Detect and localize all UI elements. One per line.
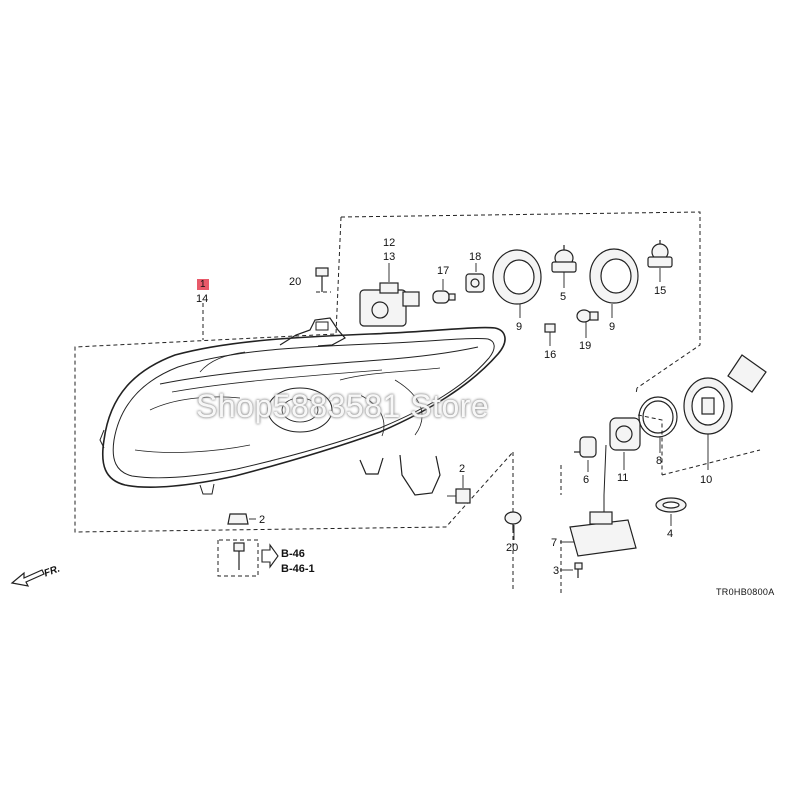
cover-part-9-right [589,248,639,304]
callout-part-2-left: 2 [259,514,266,526]
clip-part-2-right [455,488,471,504]
callout-part-6: 6 [583,474,590,486]
callout-part-8: 8 [656,455,663,467]
ring-part-4 [655,497,687,513]
cover-part-9-left [492,249,542,305]
callout-part-12: 12 [383,237,396,249]
callout-part-1-highlighted: 1 [197,279,209,290]
bulb-part-16 [544,323,556,333]
reference-arrow [261,543,279,569]
bolt-part-20-top [315,267,329,292]
socket-part-18 [465,273,485,293]
bolt-part-20-bottom [504,511,522,530]
o-ring-part-8 [638,396,678,438]
callout-part-9-right: 9 [609,321,616,333]
bulb-part-5 [551,245,577,273]
headlight-housing-part-1 [99,317,506,496]
callout-part-4: 4 [667,528,674,540]
callout-part-20-bottom: 20 [506,542,519,554]
callout-part-10: 10 [700,474,713,486]
clip-part-2-left [227,513,249,525]
callout-part-15: 15 [654,285,667,297]
callout-part-17: 17 [437,265,450,277]
callout-part-18: 18 [469,251,482,263]
bulb-part-17 [432,290,456,304]
igniter-part-11 [609,417,641,451]
ballast-part-7 [569,511,637,557]
bulb-part-15 [647,240,673,268]
callout-part-19: 19 [579,340,592,352]
screw-b46 [233,542,245,570]
callout-part-14: 14 [196,293,209,305]
bulb-part-19 [576,309,599,323]
store-watermark: Shop5883581 Store [196,388,490,424]
hid-bulb-part-6 [574,436,597,458]
callout-part-9-left: 9 [516,321,523,333]
label-tag [727,354,767,393]
callout-part-7: 7 [551,537,558,549]
callout-part-16: 16 [544,349,557,361]
callout-part-2-right: 2 [459,463,466,475]
cap-part-10 [683,377,733,435]
callout-part-13: 13 [383,251,396,263]
callout-part-3: 3 [553,565,560,577]
reference-b46-1: B-46-1 [281,563,315,575]
callout-part-5: 5 [560,291,567,303]
front-direction-arrow [10,569,45,587]
diagram-code: TR0HB0800A [716,587,775,597]
callout-part-20-top: 20 [289,276,302,288]
reference-b46: B-46 [281,548,305,560]
callout-part-11: 11 [617,472,629,484]
screw-part-3 [574,562,583,578]
leveling-actuator-part-12 [359,282,420,327]
